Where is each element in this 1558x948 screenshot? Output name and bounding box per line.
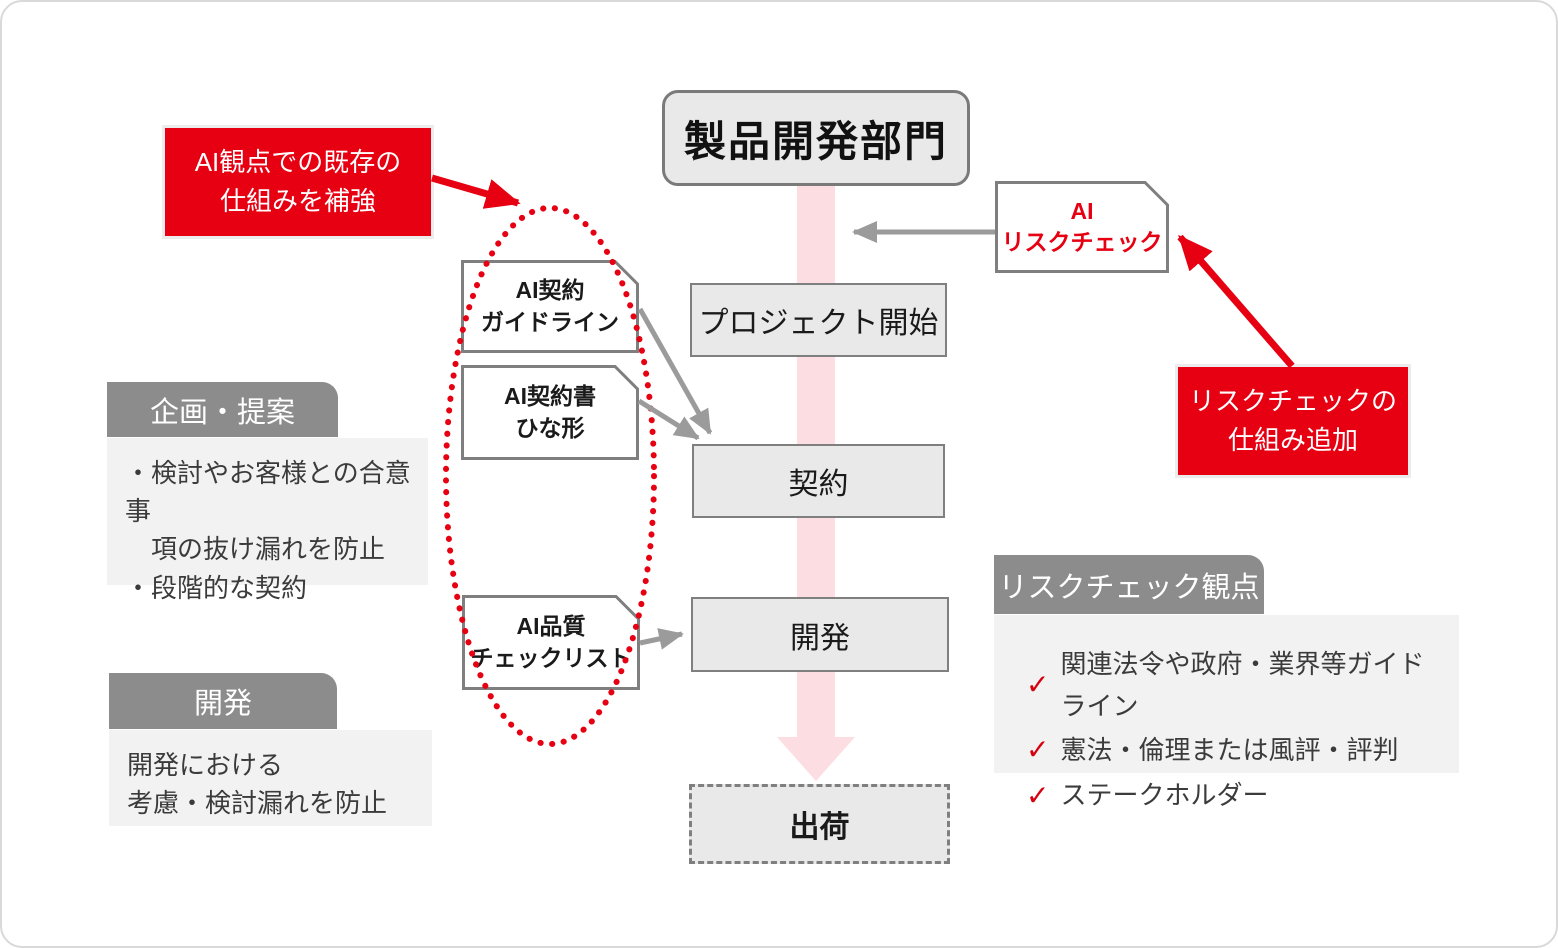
doc-label-line: リスクチェック [1001, 229, 1163, 255]
section-text-line: 開発における [127, 750, 284, 780]
callout-line: 仕組み追加 [1227, 425, 1358, 455]
section-text-line: ・段階的な契約 [125, 572, 308, 603]
flow-step-shipping: 出荷 [689, 784, 950, 864]
section-text-line: 項の抜け漏れを防止 [125, 534, 386, 565]
checklist-item: ✓ 憲法・倫理または風評・評判 [1026, 727, 1398, 772]
flow-step-development: 開発 [691, 597, 949, 672]
section-planning-body: ・検討やお客様との合意事 項の抜け漏れを防止 ・段階的な契約 [107, 438, 428, 603]
section-development-header: 開発 [109, 673, 337, 729]
checklist-item: ✓ ステークホルダー [1026, 773, 1268, 818]
check-icon: ✓ [1026, 779, 1050, 811]
doc-ai-contract-guideline: AI契約 ガイドライン [461, 260, 639, 353]
flow-step-label: プロジェクト開始 [698, 307, 939, 340]
callout-line: AI観点での既存の [194, 147, 402, 177]
arrow-add-risk-callout-to-risk-check [1177, 234, 1295, 369]
check-icon: ✓ [1026, 669, 1050, 701]
callout-reinforce-existing: AI観点での既存の 仕組みを補強 [162, 125, 434, 239]
section-development-body: 開発における 考慮・検討漏れを防止 [109, 730, 432, 826]
checklist-item-label: ステークホルダー [1060, 780, 1269, 811]
flow-step-contract: 契約 [692, 444, 945, 518]
doc-ai-quality-checklist: AI品質 チェックリスト [462, 595, 640, 690]
arrow-reinforce-callout-to-ellipse [431, 174, 521, 209]
flow-step-label: 開発 [790, 621, 850, 655]
doc-label-line: ひな形 [515, 414, 585, 441]
doc-ai-contract-template: AI契約書 ひな形 [461, 365, 639, 460]
checklist-item: ✓ 関連法令や政府・業界等ガイドライン [1026, 643, 1449, 727]
callout-line: リスクチェックの [1188, 386, 1397, 416]
doc-ai-risk-check: AI リスクチェック [995, 181, 1169, 273]
department-title: 製品開発部門 [683, 117, 948, 165]
doc-label-line: AI契約 [515, 277, 585, 304]
flow-step-label: 契約 [788, 468, 849, 501]
arrow-checklist-to-development [639, 628, 684, 650]
doc-label-line: AI契約書 [504, 383, 596, 410]
department-title-box: 製品開発部門 [662, 90, 970, 186]
section-title: リスクチェック観点 [998, 571, 1260, 604]
doc-label-line: AI [1070, 197, 1094, 224]
doc-label-line: ガイドライン [481, 308, 619, 335]
arrow-template-to-contract [637, 398, 700, 441]
section-planning-header: 企画・提案 [107, 382, 338, 437]
section-risk-perspective-header: リスクチェック観点 [994, 555, 1264, 614]
callout-line: 仕組みを補強 [219, 186, 376, 216]
document-shape [995, 181, 1169, 273]
doc-label-line: AI品質 [516, 613, 586, 640]
section-risk-perspective-body: ✓ 関連法令や政府・業界等ガイドライン ✓ 憲法・倫理または風評・評判 ✓ ステ… [994, 615, 1459, 811]
flow-step-project-start: プロジェクト開始 [690, 283, 947, 357]
section-text-line: ・検討やお客様との合意事 [125, 458, 411, 527]
check-icon: ✓ [1026, 734, 1050, 766]
callout-add-risk-check: リスクチェックの 仕組み追加 [1175, 364, 1411, 478]
doc-label-line: チェックリスト [470, 644, 632, 671]
section-text-line: 考慮・検討漏れを防止 [127, 788, 388, 819]
flow-step-label: 出荷 [789, 811, 850, 844]
checklist-item-label: 憲法・倫理または風評・評判 [1060, 734, 1399, 765]
section-title: 企画・提案 [149, 396, 295, 429]
section-title: 開発 [193, 688, 252, 720]
checklist-item-label: 関連法令や政府・業界等ガイドライン [1060, 649, 1425, 722]
